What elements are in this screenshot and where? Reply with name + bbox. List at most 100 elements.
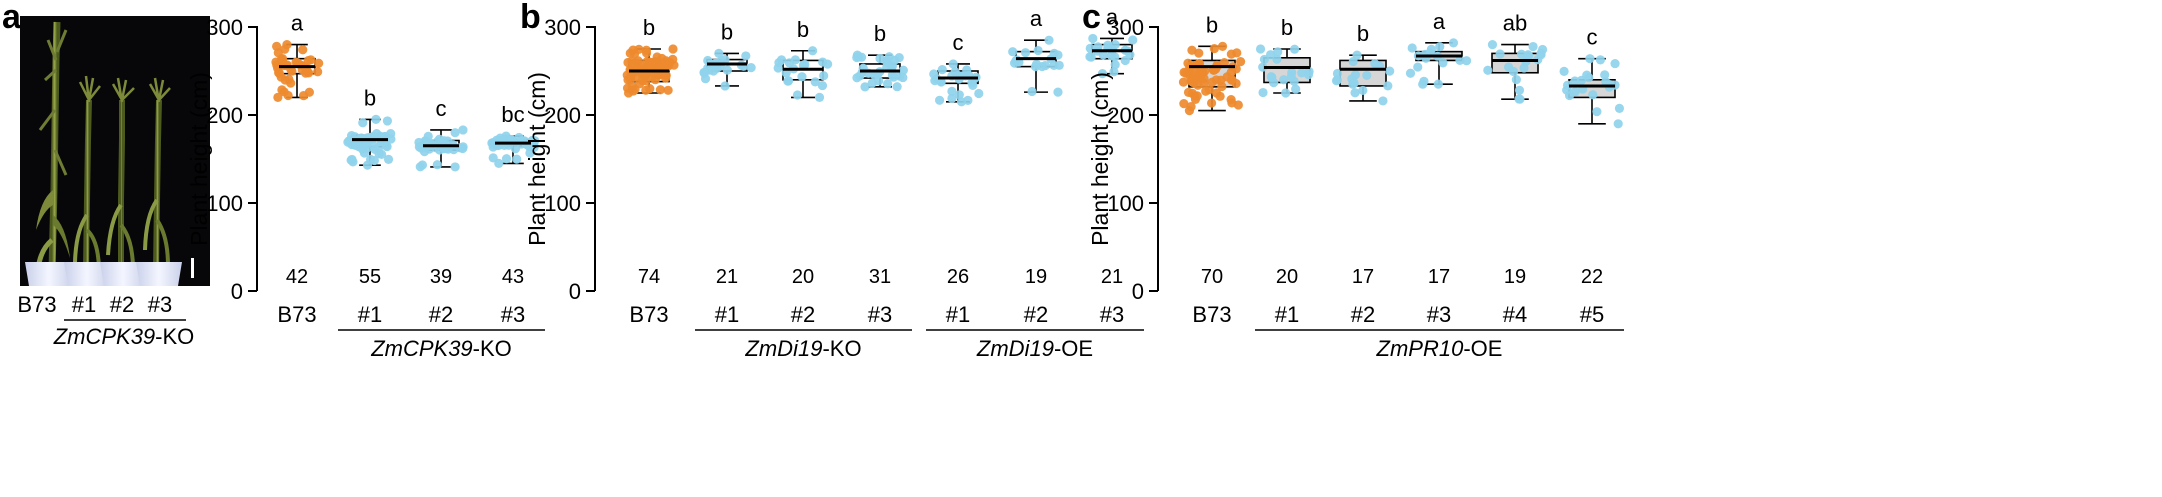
- significance-letter: b: [364, 85, 376, 110]
- pot-b73: [25, 262, 73, 286]
- data-point: [647, 57, 657, 68]
- data-point: [272, 41, 282, 51]
- photo-label-3: #3: [148, 292, 172, 317]
- data-point: [1227, 75, 1237, 85]
- data-point: [655, 85, 666, 95]
- data-point: [817, 80, 828, 91]
- data-point: [291, 57, 301, 67]
- data-point: [1495, 49, 1505, 59]
- box-n3-3: [487, 131, 540, 168]
- data-point: [283, 90, 293, 101]
- data-point: [889, 72, 899, 82]
- data-point: [359, 148, 370, 158]
- data-point: [1219, 58, 1229, 68]
- panel-letter-c: c: [1082, 0, 1101, 36]
- category-label: #3: [1427, 302, 1451, 327]
- data-point: [458, 125, 468, 135]
- data-point: [1189, 78, 1199, 88]
- data-point: [937, 65, 947, 75]
- photo-group-label-italic: ZmCPK39: [53, 324, 155, 349]
- data-point: [1385, 66, 1395, 76]
- y-tick-label-0: 0: [569, 279, 581, 304]
- data-point: [313, 67, 323, 77]
- significance-letter: c: [953, 30, 964, 55]
- data-point: [1179, 99, 1189, 109]
- data-point: [386, 134, 396, 144]
- data-point: [1600, 70, 1610, 80]
- data-point: [657, 53, 667, 64]
- category-label: #5: [1580, 302, 1604, 327]
- sample-size: 21: [1101, 266, 1123, 288]
- data-point: [450, 128, 460, 138]
- data-point: [304, 87, 314, 97]
- data-point: [1217, 41, 1228, 51]
- data-point: [365, 154, 376, 164]
- data-point: [890, 55, 900, 65]
- data-point: [1273, 47, 1283, 57]
- data-point: [1455, 55, 1465, 65]
- pot-3: [136, 262, 182, 286]
- y-tick-label-100: 100: [544, 191, 581, 216]
- data-point: [746, 63, 756, 73]
- data-point: [638, 76, 648, 86]
- group-label-suffix: -OE: [1054, 336, 1093, 361]
- box-n2-2: [773, 46, 833, 102]
- significance-letter: a: [291, 11, 304, 36]
- sample-size: 55: [359, 266, 381, 288]
- data-point: [432, 160, 442, 170]
- data-point: [947, 86, 957, 96]
- data-point: [1358, 85, 1368, 96]
- data-point: [1216, 75, 1226, 85]
- y-axis-label: Plant height (cm): [524, 72, 550, 246]
- significance-letter: b: [1357, 21, 1369, 46]
- data-point: [790, 55, 800, 65]
- sample-size: 39: [430, 266, 452, 288]
- plant-2: [106, 77, 135, 270]
- data-point: [371, 114, 381, 124]
- data-point: [1027, 86, 1037, 97]
- data-point: [1183, 87, 1194, 98]
- data-point: [947, 93, 957, 103]
- data-point: [1514, 85, 1525, 95]
- data-point: [301, 63, 311, 73]
- category-label: #2: [429, 302, 453, 327]
- data-point: [1258, 62, 1268, 72]
- data-point: [1610, 58, 1620, 69]
- data-point: [1186, 101, 1196, 112]
- data-point: [277, 85, 287, 95]
- data-point: [1290, 44, 1300, 54]
- scale-bar: [191, 258, 194, 278]
- data-point: [273, 92, 283, 102]
- sample-size: 42: [286, 266, 308, 288]
- data-point: [1511, 75, 1521, 85]
- data-point: [1405, 68, 1416, 78]
- data-point: [1187, 45, 1197, 55]
- data-point: [423, 131, 433, 141]
- data-point: [810, 77, 820, 87]
- data-point: [857, 67, 867, 78]
- significance-letter: b: [643, 15, 655, 40]
- data-point: [1215, 91, 1225, 101]
- plant-b73: [35, 21, 70, 271]
- data-point: [1588, 90, 1598, 100]
- data-point: [800, 59, 810, 70]
- data-point: [1255, 44, 1266, 54]
- sample-size: 17: [1428, 266, 1450, 288]
- y-axis-label: Plant height (cm): [1087, 72, 1113, 246]
- data-point: [277, 54, 288, 64]
- data-point: [650, 75, 660, 85]
- y-tick-label-100: 100: [206, 191, 243, 216]
- y-tick-label-300: 300: [206, 15, 243, 40]
- data-point: [414, 137, 424, 148]
- y-tick-label-100: 100: [1107, 191, 1144, 216]
- data-point: [1448, 38, 1459, 48]
- data-point: [883, 79, 893, 89]
- data-point: [954, 90, 964, 100]
- data-point: [1528, 41, 1538, 52]
- data-point: [1049, 60, 1059, 70]
- significance-letter: bc: [501, 102, 524, 127]
- data-point: [280, 75, 290, 85]
- data-point: [1524, 51, 1534, 61]
